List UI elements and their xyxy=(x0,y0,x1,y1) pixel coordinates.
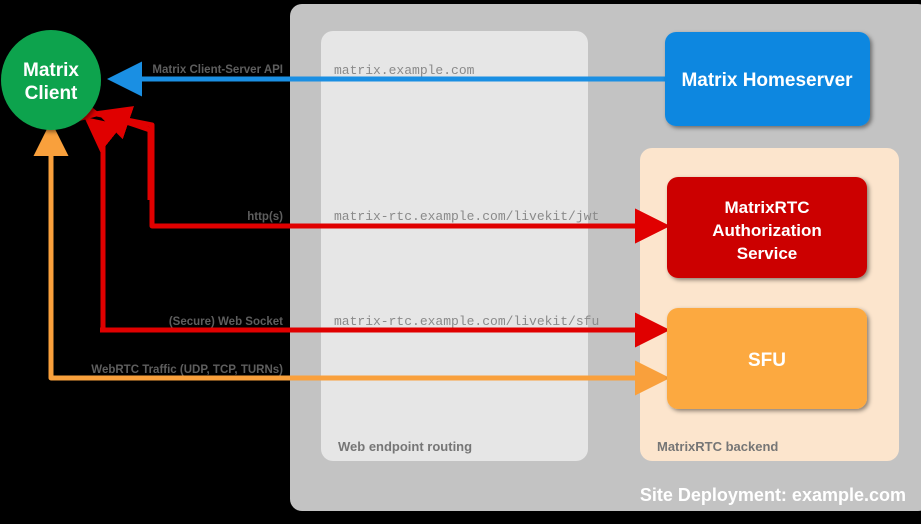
node-auth-service-label-line1: MatrixRTC xyxy=(724,198,809,217)
node-matrix-client-label-line2: Client xyxy=(25,83,78,104)
edge-websocket-return xyxy=(84,116,132,333)
node-matrix-homeserver-label: Matrix Homeserver xyxy=(681,70,853,91)
node-matrixrtc-authorization-service[interactable] xyxy=(667,177,867,278)
node-matrix-client[interactable] xyxy=(1,30,101,130)
endpoint-livekit-jwt-label: matrix-rtc.example.com/livekit/jwt xyxy=(334,209,599,224)
edge-client-server-api-label: Matrix Client-Server API xyxy=(152,64,283,76)
group-web-endpoint-routing-label: Web endpoint routing xyxy=(338,439,472,454)
node-auth-service-label-line3: Service xyxy=(737,244,798,263)
edge-https-label: http(s) xyxy=(247,211,283,223)
node-sfu-label: SFU xyxy=(748,350,786,371)
node-auth-service-label-line2: Authorization xyxy=(712,221,822,240)
endpoint-matrix-label: matrix.example.com xyxy=(334,63,475,78)
node-matrix-client-label-line1: Matrix xyxy=(23,60,79,81)
edge-webrtc-label: WebRTC Traffic (UDP, TCP, TURNs) xyxy=(91,364,283,376)
group-matrixrtc-backend-label: MatrixRTC backend xyxy=(657,439,778,454)
group-web-endpoint-routing xyxy=(321,31,588,461)
edge-websocket-label: (Secure) Web Socket xyxy=(169,316,283,328)
node-matrix-homeserver[interactable] xyxy=(665,32,870,126)
node-sfu[interactable] xyxy=(667,308,867,409)
endpoint-livekit-sfu-label: matrix-rtc.example.com/livekit/sfu xyxy=(334,314,599,329)
edge-webrtc-return xyxy=(33,121,90,381)
site-deployment-label: Site Deployment: example.com xyxy=(640,485,906,505)
